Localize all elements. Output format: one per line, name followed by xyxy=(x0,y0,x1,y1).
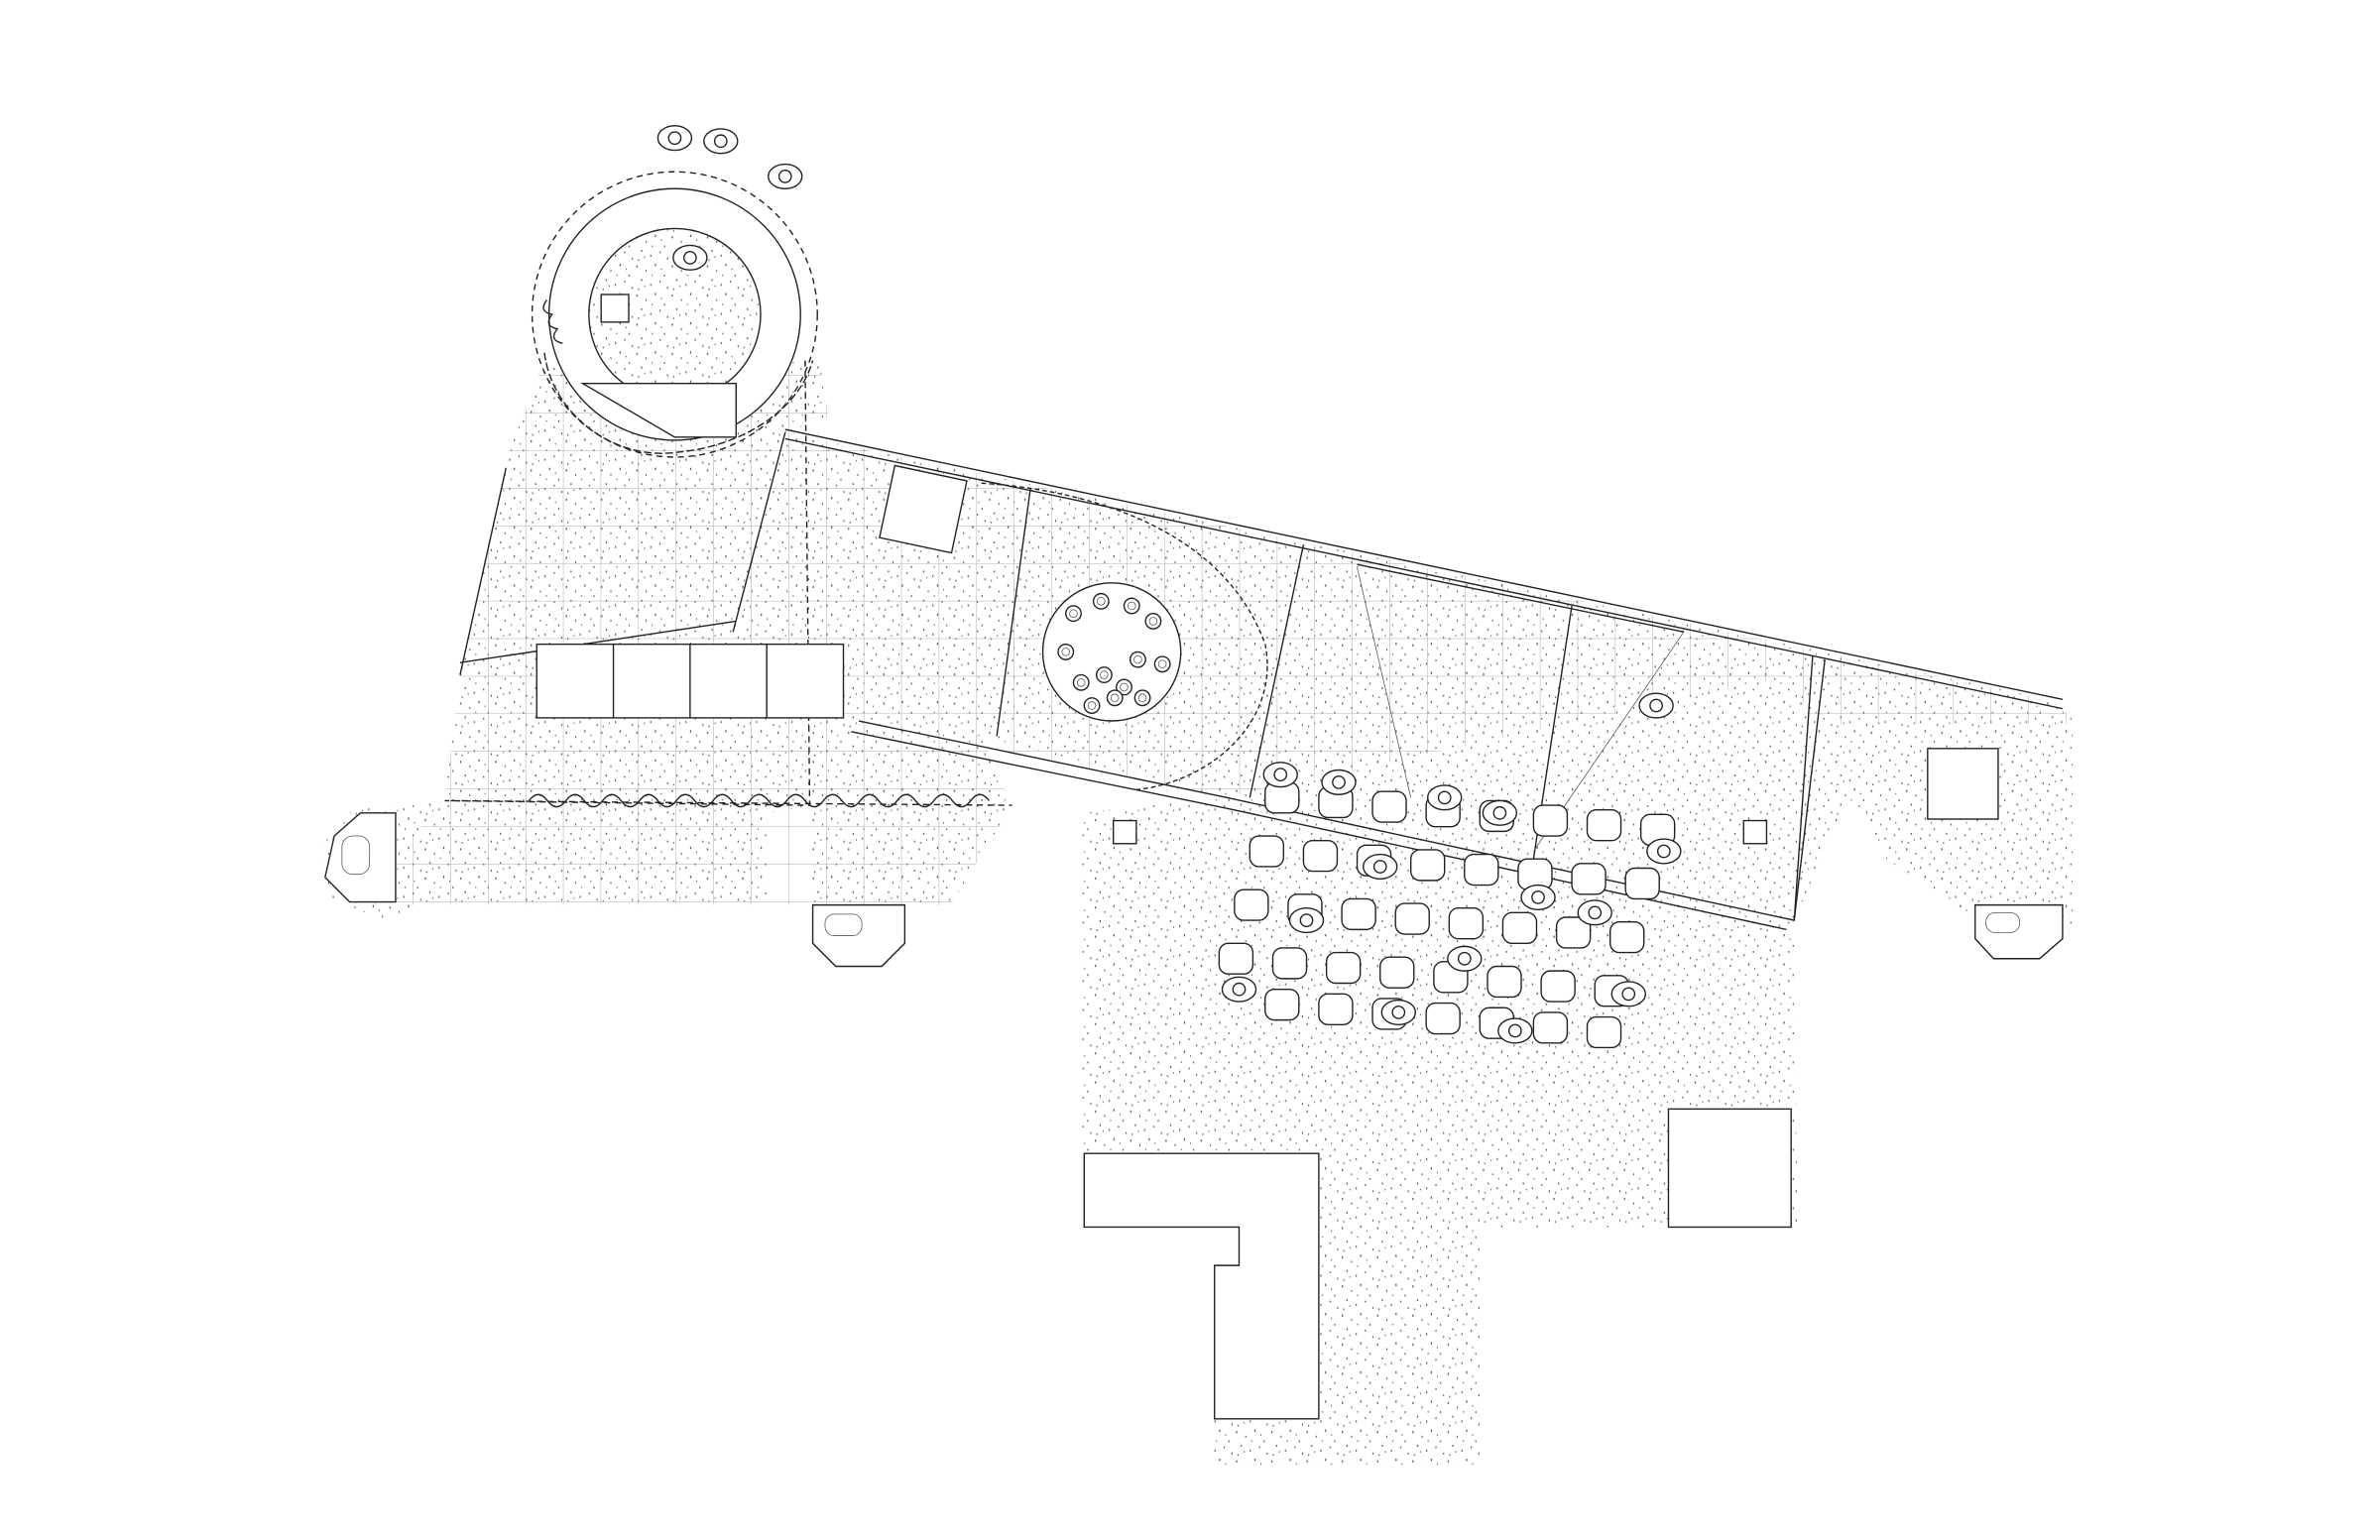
stool xyxy=(1144,613,1162,630)
wavy-curtain-bottom xyxy=(528,793,990,808)
chair xyxy=(1341,897,1376,931)
chair xyxy=(1448,907,1485,940)
chair xyxy=(1586,1015,1622,1049)
chair xyxy=(1394,902,1430,935)
chair xyxy=(1302,839,1339,873)
chair xyxy=(1249,835,1285,868)
square-block xyxy=(879,464,968,554)
chair xyxy=(1624,867,1660,900)
person xyxy=(1520,884,1556,910)
person xyxy=(1380,999,1417,1025)
chair xyxy=(1264,988,1300,1021)
chair xyxy=(1571,863,1606,895)
stool xyxy=(1116,678,1132,696)
chair xyxy=(1318,993,1354,1025)
stool xyxy=(1129,651,1146,668)
wavy-curtain-arc xyxy=(981,482,1268,791)
person xyxy=(1426,784,1463,811)
person xyxy=(1221,976,1257,1003)
chair xyxy=(1555,916,1592,949)
chair xyxy=(1487,965,1522,999)
person xyxy=(1288,907,1325,934)
wavy-curtain-pavilion xyxy=(542,299,563,344)
chair xyxy=(1234,888,1269,921)
person xyxy=(1482,799,1518,826)
person xyxy=(1262,762,1298,788)
stool xyxy=(1153,655,1171,673)
person xyxy=(768,163,803,189)
stool xyxy=(1092,592,1110,610)
stool xyxy=(1123,597,1140,615)
stool xyxy=(1133,689,1151,707)
left-plaza-grid xyxy=(352,360,1012,905)
chair xyxy=(1586,809,1622,842)
chair xyxy=(1532,1011,1569,1044)
person xyxy=(656,125,693,152)
circular-pavilion xyxy=(531,171,818,458)
person xyxy=(1363,853,1398,881)
chair xyxy=(1371,790,1407,823)
furniture xyxy=(324,464,2064,1420)
stool xyxy=(1065,605,1082,623)
stool xyxy=(1095,666,1113,684)
stool xyxy=(1057,643,1075,660)
person xyxy=(672,244,708,271)
chair xyxy=(1532,804,1569,837)
chair xyxy=(1609,920,1645,954)
person xyxy=(1497,1017,1533,1044)
stool xyxy=(1106,689,1124,707)
chair xyxy=(1325,951,1362,985)
chair xyxy=(1540,970,1576,1003)
chair xyxy=(1379,956,1415,989)
chair xyxy=(1501,911,1538,944)
person xyxy=(1447,945,1483,972)
people-figures xyxy=(656,125,1682,1044)
person xyxy=(1577,899,1612,926)
stool xyxy=(1072,673,1090,691)
band-structure xyxy=(444,360,2064,931)
stool xyxy=(1083,697,1101,714)
chair xyxy=(1271,947,1308,980)
person xyxy=(1321,769,1357,795)
person xyxy=(1646,838,1682,865)
seating-area-floor xyxy=(1081,797,1798,1466)
person xyxy=(1610,981,1646,1007)
chair xyxy=(1218,942,1254,975)
chair xyxy=(1409,849,1446,882)
person xyxy=(1638,692,1674,719)
person xyxy=(703,128,739,155)
round-table-stools xyxy=(1057,592,1171,714)
chair xyxy=(1425,1002,1461,1035)
chair xyxy=(1464,853,1499,887)
